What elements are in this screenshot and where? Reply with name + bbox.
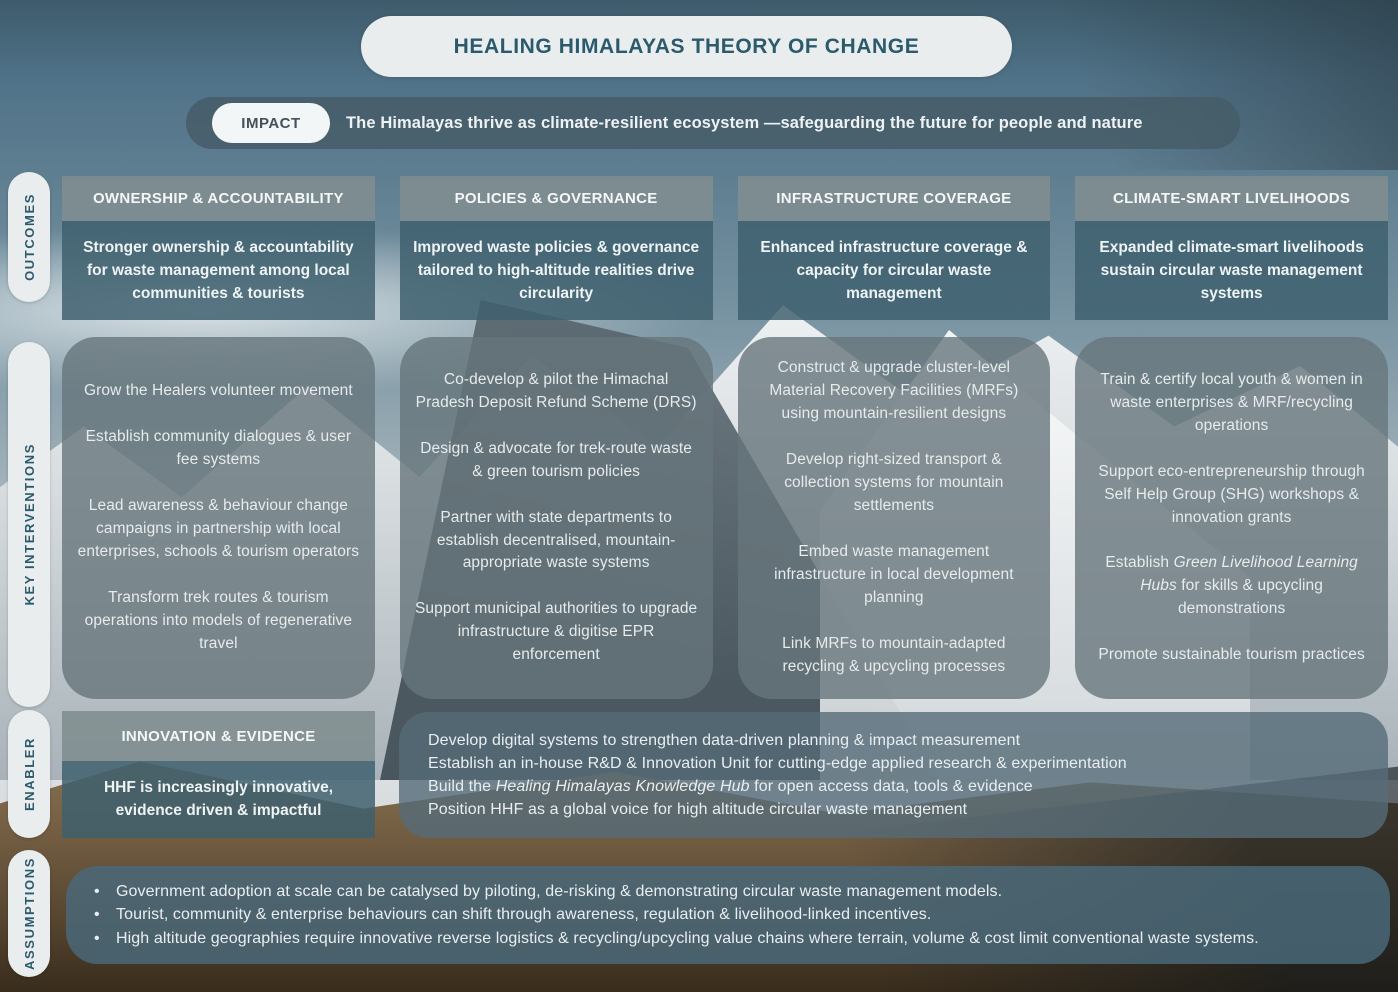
- intervention-item: Develop right-sized transport & collecti…: [784, 451, 1004, 515]
- enabler-item-text: Build the: [428, 778, 496, 795]
- assumption-item: • Tourist, community & enterprise behavi…: [94, 903, 1374, 927]
- assumption-item: • Government adoption at scale can be ca…: [94, 880, 1374, 904]
- intervention-item: Construct & upgrade cluster-level Materi…: [769, 359, 1019, 423]
- rail-assumptions-label: ASSUMPTIONS: [21, 857, 37, 970]
- rail-enabler: ENABLER: [8, 710, 50, 838]
- assumption-text: High altitude geographies require innova…: [116, 929, 1259, 947]
- enabler-item-italic: Healing Himalayas Knowledge Hub: [495, 778, 750, 795]
- enabler-items-panel: Develop digital systems to strengthen da…: [399, 712, 1388, 838]
- enabler-item: Build the Healing Himalayas Knowledge Hu…: [428, 775, 1388, 798]
- rail-outcomes: OUTCOMES: [8, 172, 50, 302]
- intervention-item: Co-develop & pilot the Himachal Pradesh …: [415, 370, 697, 411]
- rail-key-interventions: KEY INTERVENTIONS: [8, 342, 50, 707]
- outcome-text: Improved waste policies & governance tai…: [399, 221, 713, 320]
- outcome-header: CLIMATE-SMART LIVELIHOODS: [1075, 176, 1388, 221]
- rail-assumptions: ASSUMPTIONS: [8, 850, 50, 977]
- intervention-item: Grow the Healers volunteer movement: [83, 382, 353, 400]
- enabler-item-text: for open access data, tools & evidence: [749, 778, 1033, 795]
- intervention-item-italic: Green Livelihood Learning Hubs: [1140, 554, 1358, 595]
- interventions-panel-livelihoods: Train & certify local youth & women in w…: [1075, 337, 1388, 699]
- impact-statement: The Himalayas thrive as climate-resilien…: [346, 113, 1143, 132]
- assumption-text: Government adoption at scale can be cata…: [116, 882, 1003, 900]
- outcome-card-infrastructure: INFRASTRUCTURE COVERAGE Enhanced infrast…: [737, 176, 1051, 320]
- outcome-header: POLICIES & GOVERNANCE: [399, 176, 713, 221]
- intervention-item: Link MRFs to mountain-adapted recycling …: [782, 634, 1006, 675]
- outcome-text: Stronger ownership & accountability for …: [62, 221, 375, 320]
- enabler-item: Establish an in-house R&D & Innovation U…: [428, 754, 1127, 772]
- outcome-header: INFRASTRUCTURE COVERAGE: [737, 176, 1051, 221]
- intervention-item: Support municipal authorities to upgrade…: [414, 600, 698, 664]
- rail-enabler-label: ENABLER: [21, 736, 37, 812]
- intervention-item: Lead awareness & behaviour change campai…: [77, 497, 360, 560]
- outcome-text: Enhanced infrastructure coverage & capac…: [737, 221, 1051, 320]
- intervention-item: Transform trek routes & tourism operatio…: [84, 588, 353, 652]
- outcome-card-livelihoods: CLIMATE-SMART LIVELIHOODS Expanded clima…: [1075, 176, 1388, 320]
- interventions-panel-infrastructure: Construct & upgrade cluster-level Materi…: [737, 337, 1051, 699]
- page-title: HEALING HIMALAYAS THEORY OF CHANGE: [361, 16, 1012, 77]
- enabler-header: INNOVATION & EVIDENCE: [62, 711, 375, 761]
- outcome-text: Expanded climate-smart livelihoods susta…: [1075, 221, 1388, 320]
- outcome-card-ownership: OWNERSHIP & ACCOUNTABILITY Stronger owne…: [62, 176, 375, 320]
- assumption-text: Tourist, community & enterprise behaviou…: [116, 906, 932, 924]
- intervention-item: Promote sustainable tourism practices: [1098, 646, 1365, 664]
- outcomes-row: OWNERSHIP & ACCOUNTABILITY Stronger owne…: [62, 176, 1388, 320]
- outcome-header: OWNERSHIP & ACCOUNTABILITY: [62, 176, 375, 221]
- intervention-item: Embed waste management infrastructure in…: [774, 542, 1014, 606]
- impact-label-pill: IMPACT: [212, 103, 330, 143]
- bullet-icon: •: [94, 882, 100, 900]
- assumption-item: • High altitude geographies require inno…: [94, 927, 1374, 951]
- enabler-item: Develop digital systems to strengthen da…: [428, 731, 1021, 749]
- intervention-item: Establish Green Livelihood Learning Hubs…: [1089, 552, 1374, 621]
- interventions-panel-ownership: Grow the Healers volunteer movement Esta…: [62, 337, 375, 699]
- intervention-item: Establish community dialogues & user fee…: [85, 428, 352, 469]
- intervention-item: Support eco-entrepreneurship through Sel…: [1098, 462, 1365, 526]
- intervention-item: Design & advocate for trek-route waste &…: [420, 439, 692, 480]
- bullet-icon: •: [94, 906, 100, 924]
- key-interventions-row: Grow the Healers volunteer movement Esta…: [62, 337, 1388, 699]
- enabler-statement: HHF is increasingly innovative, evidence…: [62, 761, 375, 838]
- rail-outcomes-label: OUTCOMES: [21, 193, 37, 281]
- enabler-card: INNOVATION & EVIDENCE HHF is increasingl…: [62, 711, 375, 838]
- impact-bar: IMPACT The Himalayas thrive as climate-r…: [186, 97, 1240, 149]
- interventions-panel-policies: Co-develop & pilot the Himachal Pradesh …: [399, 337, 713, 699]
- outcome-card-policies: POLICIES & GOVERNANCE Improved waste pol…: [399, 176, 713, 320]
- bullet-icon: •: [94, 929, 100, 947]
- intervention-item: Train & certify local youth & women in w…: [1100, 370, 1363, 434]
- rail-key-interventions-label: KEY INTERVENTIONS: [21, 443, 37, 606]
- enabler-item: Position HHF as a global voice for high …: [428, 801, 968, 819]
- intervention-item-text: Establish: [1105, 554, 1174, 572]
- intervention-item: Partner with state departments to establ…: [436, 508, 676, 572]
- assumptions-panel: • Government adoption at scale can be ca…: [66, 866, 1390, 964]
- intervention-item-text: for skills & upcycling demonstrations: [1176, 577, 1323, 618]
